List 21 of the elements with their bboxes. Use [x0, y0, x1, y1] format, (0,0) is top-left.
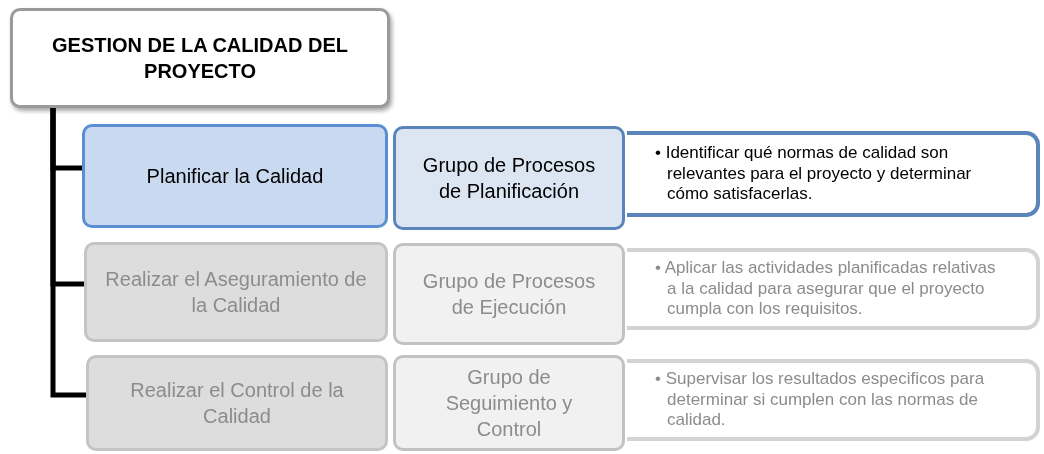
tree-connector: [50, 108, 86, 398]
description-box: [627, 359, 1040, 441]
bullet-text: • Identificar qué normas de calidad son relevantes para el proyecto y determinar cómo satisfacerlas.: [655, 142, 973, 206]
process-box: [82, 124, 388, 228]
box-label: Grupo de Procesos de Ejecución: [421, 269, 597, 320]
description-box: [627, 248, 1040, 330]
description-box: [627, 131, 1040, 217]
process-group-box: [393, 355, 625, 451]
box-label: Grupo de Procesos de Planificación: [421, 153, 597, 204]
process-group-box: [393, 243, 625, 345]
process-box: [84, 242, 388, 342]
title-box: [10, 8, 390, 108]
process-group-box: [393, 126, 625, 230]
box-label: Planificar la Calidad: [146, 164, 324, 189]
box-label: Grupo de Seguimiento y Control: [444, 365, 574, 442]
bullet-text: • Supervisar los resultados especificos para determinar si cumplen con las normas de calidad.: [655, 368, 986, 432]
bullet-text: • Aplicar las actividades planificadas relativas a la calidad para asegurar que el proyecto cumpla con los requisitos.: [655, 257, 996, 321]
box-label: Realizar el Control de la Calidad: [129, 378, 345, 429]
box-label: Realizar el Aseguramiento de la Calidad: [104, 267, 368, 318]
title-text: GESTION DE LA CALIDAD DEL PROYECTO: [51, 33, 349, 84]
process-box: [86, 355, 388, 451]
